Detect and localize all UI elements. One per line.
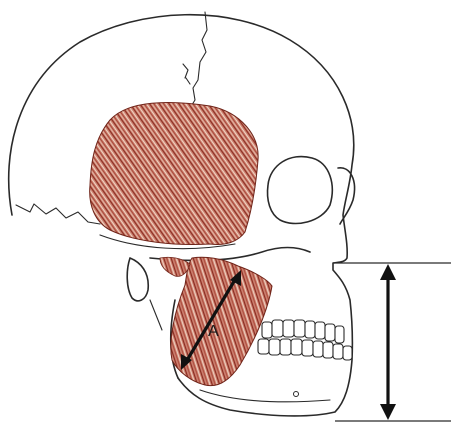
orbit <box>268 157 333 224</box>
tooth <box>291 339 302 355</box>
tooth <box>313 341 323 357</box>
tooth <box>258 339 269 354</box>
tooth <box>325 324 335 341</box>
tooth <box>283 320 294 337</box>
tooth <box>305 321 315 338</box>
tooth <box>323 342 333 358</box>
tooth <box>262 322 272 338</box>
tooth <box>315 322 325 339</box>
vertical-arrow-head-top <box>380 264 396 280</box>
face-height-measure <box>333 263 451 421</box>
tooth <box>280 339 291 355</box>
mandible-border <box>200 390 330 402</box>
suture-detail <box>183 64 190 84</box>
tooth <box>335 326 344 343</box>
coronal-suture <box>190 12 207 108</box>
label-a: A <box>208 323 219 340</box>
mental-foramen <box>294 392 299 397</box>
tooth <box>272 320 283 337</box>
tooth <box>333 344 343 359</box>
tooth <box>269 339 280 355</box>
vertical-arrow-head-bottom <box>380 404 396 420</box>
mastoid-process <box>127 258 148 301</box>
temporalis-muscle <box>90 103 258 245</box>
squamosal-suture <box>16 204 100 224</box>
tooth <box>343 346 352 360</box>
tooth <box>302 340 313 356</box>
styloid-process <box>150 300 162 330</box>
tooth <box>294 320 305 337</box>
masseter-muscle <box>171 257 272 385</box>
